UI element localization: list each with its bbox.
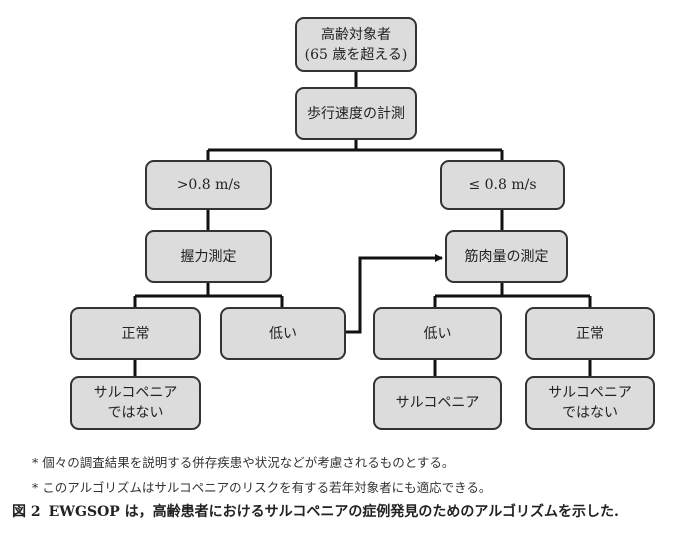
grip-normal-box: 正常 [70, 307, 201, 360]
not-sarcopenia-left-box: サルコペニア ではない [70, 376, 201, 430]
gait-speed-box: 歩行速度の計測 [295, 87, 417, 140]
grip-low-label: 低い [269, 325, 297, 342]
not-sarcopenia-right-line2: ではない [562, 405, 618, 421]
grip-normal-label: 正常 [121, 325, 150, 342]
footnote-younger-subjects: * このアルゴリズムはサルコペニアのリスクを有する若年対象者にも適応できる。 [32, 480, 492, 495]
grip-strength-box: 握力測定 [145, 230, 272, 283]
muscle-low-label: 低い [423, 325, 452, 342]
grip-strength-label: 握力測定 [180, 248, 237, 265]
footnote-comorbidity: * 個々の調査結果を説明する併存疾患や状況などが考慮されるものとする。 [32, 455, 455, 470]
grip-low-box: 低い [220, 307, 346, 360]
muscle-mass-box: 筋肉量の測定 [445, 230, 568, 283]
elderly-subject-box: 高齢対象者 (65 歳を超える) [295, 17, 417, 72]
elderly-subject-label: 高齢対象者 [321, 26, 391, 43]
fast-gait-label: >0.8 m/s [176, 177, 241, 193]
muscle-normal-box: 正常 [525, 307, 655, 360]
muscle-normal-label: 正常 [576, 325, 604, 342]
gait-speed-label: 歩行速度の計測 [307, 105, 405, 122]
figure-caption-text: EWGSOP は，高齢患者におけるサルコペニアの症例発見のためのアルゴリズムを示… [48, 504, 619, 520]
slow-gait-label: ≤ 0.8 m/s [468, 177, 537, 193]
muscle-low-box: 低い [373, 307, 502, 360]
not-sarcopenia-left-line2: ではない [107, 405, 164, 421]
not-sarcopenia-right-line1: サルコペニア [548, 385, 632, 401]
not-sarcopenia-right-box: サルコペニア ではない [525, 376, 655, 430]
slow-gait-box: ≤ 0.8 m/s [440, 160, 565, 210]
sarcopenia-label: サルコペニア [395, 395, 480, 411]
not-sarcopenia-left-line1: サルコペニア [93, 385, 178, 401]
figure-caption: 図 2 EWGSOP は，高齢患者におけるサルコペニアの症例発見のためのアルゴリズ… [12, 501, 619, 521]
fast-gait-box: >0.8 m/s [145, 160, 272, 210]
elderly-subject-age-label: (65 歳を超える) [304, 46, 408, 63]
sarcopenia-box: サルコペニア [373, 376, 502, 430]
figure-number: 図 2 [12, 504, 41, 520]
muscle-mass-label: 筋肉量の測定 [464, 248, 549, 265]
